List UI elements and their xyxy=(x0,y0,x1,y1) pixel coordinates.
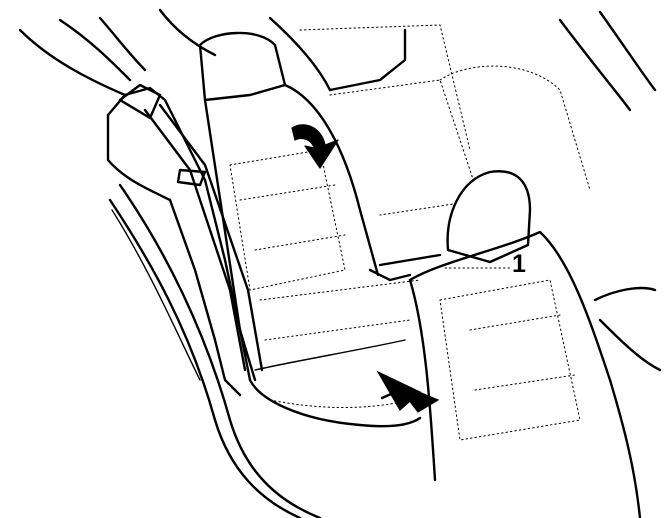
rear-seat-back-left xyxy=(198,24,591,382)
callout-1-label: 1 xyxy=(512,250,526,278)
fold-down-arrow-icon xyxy=(291,124,339,169)
pull-forward-arrow-icon xyxy=(376,370,440,413)
seat-belt xyxy=(118,83,264,372)
seat-cushion xyxy=(248,279,422,428)
car-body-outline xyxy=(18,8,657,112)
side-trim xyxy=(106,86,322,518)
rear-seat-back-right xyxy=(368,170,662,518)
